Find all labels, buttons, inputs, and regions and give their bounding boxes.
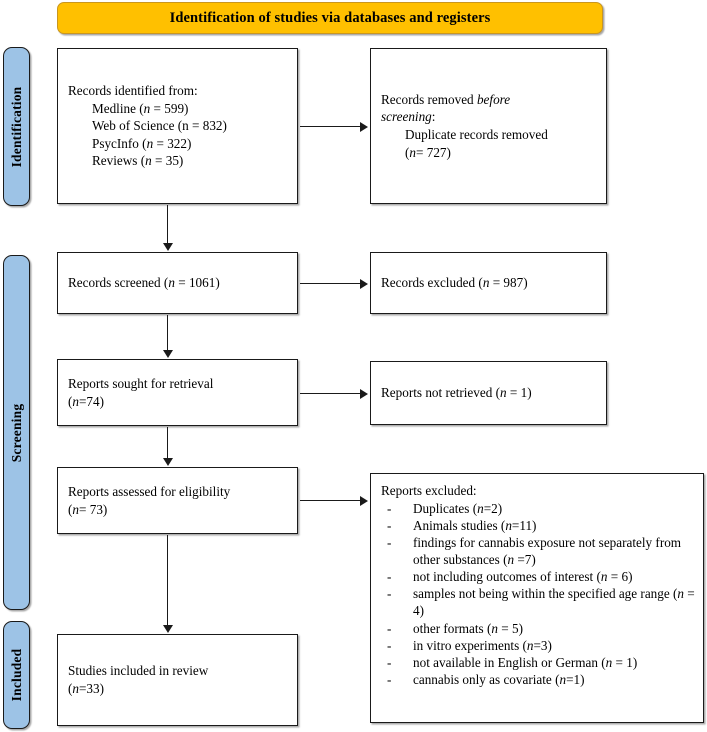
reports-excluded-title: Reports excluded: bbox=[381, 483, 477, 498]
records-identified-medline: Medline (n = 599) bbox=[92, 100, 189, 116]
list-dash: - bbox=[387, 654, 392, 670]
reports-not-retrieved-text: Reports not retrieved (n = 1) bbox=[381, 385, 532, 401]
stage-screening-text: Screening bbox=[8, 403, 24, 462]
list-item: -in vitro experiments (n=3) bbox=[387, 637, 552, 653]
records-removed-line-1: Records removed before bbox=[381, 91, 511, 107]
records-removed-line-2: screening: bbox=[381, 109, 436, 125]
box-reports-excluded-detail: Reports excluded: -Duplicates (n=2) -Ani… bbox=[370, 473, 704, 723]
box-records-excluded: Records excluded (n = 987) bbox=[370, 252, 607, 314]
stage-included-text: Included bbox=[8, 648, 24, 702]
stage-label-included: Included bbox=[3, 621, 30, 729]
list-item: -findings for cannabis exposure not sepa… bbox=[387, 534, 682, 568]
records-identified-heading: Records identified from: bbox=[68, 83, 198, 99]
list-item: -other formats (n = 5) bbox=[387, 620, 523, 636]
records-removed-count: (n= 727) bbox=[405, 144, 451, 160]
box-records-screened: Records screened (n = 1061) bbox=[57, 252, 298, 314]
list-dash: - bbox=[387, 637, 392, 653]
box-records-identified: Records identified from: Medline (n = 59… bbox=[57, 48, 298, 204]
studies-included-count: (n=33) bbox=[68, 681, 105, 696]
box-reports-not-retrieved: Reports not retrieved (n = 1) bbox=[370, 361, 607, 425]
list-item: -not available in English or German (n =… bbox=[387, 654, 638, 670]
records-removed-duplicates: Duplicate records removed bbox=[405, 127, 548, 142]
records-screened-text: Records screened (n = 1061) bbox=[68, 275, 220, 291]
stage-label-identification: Identification bbox=[3, 47, 30, 206]
list-item: -samples not being within the specified … bbox=[387, 586, 695, 619]
reports-assessed-line-1: Reports assessed for eligibility bbox=[68, 483, 231, 499]
list-dash: - bbox=[387, 517, 392, 533]
records-identified-psycinfo: PsycInfo (n = 322) bbox=[92, 135, 192, 151]
box-studies-included: Studies included in review (n=33) bbox=[57, 634, 298, 726]
reports-assessed-count: (n= 73) bbox=[68, 501, 108, 517]
diagram-header-banner: Identification of studies via databases … bbox=[57, 2, 603, 34]
box-records-removed: Records removed before screening: Duplic… bbox=[370, 48, 607, 204]
records-identified-reviews: Reviews (n = 35) bbox=[92, 153, 184, 169]
list-dash: - bbox=[387, 620, 392, 636]
list-dash: - bbox=[387, 534, 392, 550]
reports-excluded-list: -Duplicates (n=2) -Animals studies (n=11… bbox=[381, 500, 695, 689]
banner-title: Identification of studies via databases … bbox=[169, 9, 491, 26]
stage-label-screening: Screening bbox=[3, 255, 30, 610]
list-item: -Duplicates (n=2) bbox=[387, 500, 503, 516]
box-reports-assessed: Reports assessed for eligibility (n= 73) bbox=[57, 467, 298, 534]
records-identified-web-of-science: Web of Science (n = 832) bbox=[92, 118, 227, 134]
reports-sought-count: (n=74) bbox=[68, 393, 105, 409]
list-dash: - bbox=[387, 569, 392, 585]
records-excluded-text: Records excluded (n = 987) bbox=[381, 275, 528, 291]
list-dash: - bbox=[387, 500, 392, 516]
studies-included-line-1: Studies included in review bbox=[68, 663, 209, 679]
list-dash: - bbox=[387, 586, 392, 602]
list-item: -cannabis only as covariate (n=1) bbox=[387, 672, 585, 688]
list-dash: - bbox=[387, 672, 392, 688]
stage-identification-text: Identification bbox=[8, 86, 24, 167]
list-item: -not including outcomes of interest (n =… bbox=[387, 569, 633, 585]
box-reports-sought: Reports sought for retrieval (n=74) bbox=[57, 359, 298, 426]
reports-sought-line-1: Reports sought for retrieval bbox=[68, 375, 214, 391]
list-item: -Animals studies (n=11) bbox=[387, 517, 537, 533]
